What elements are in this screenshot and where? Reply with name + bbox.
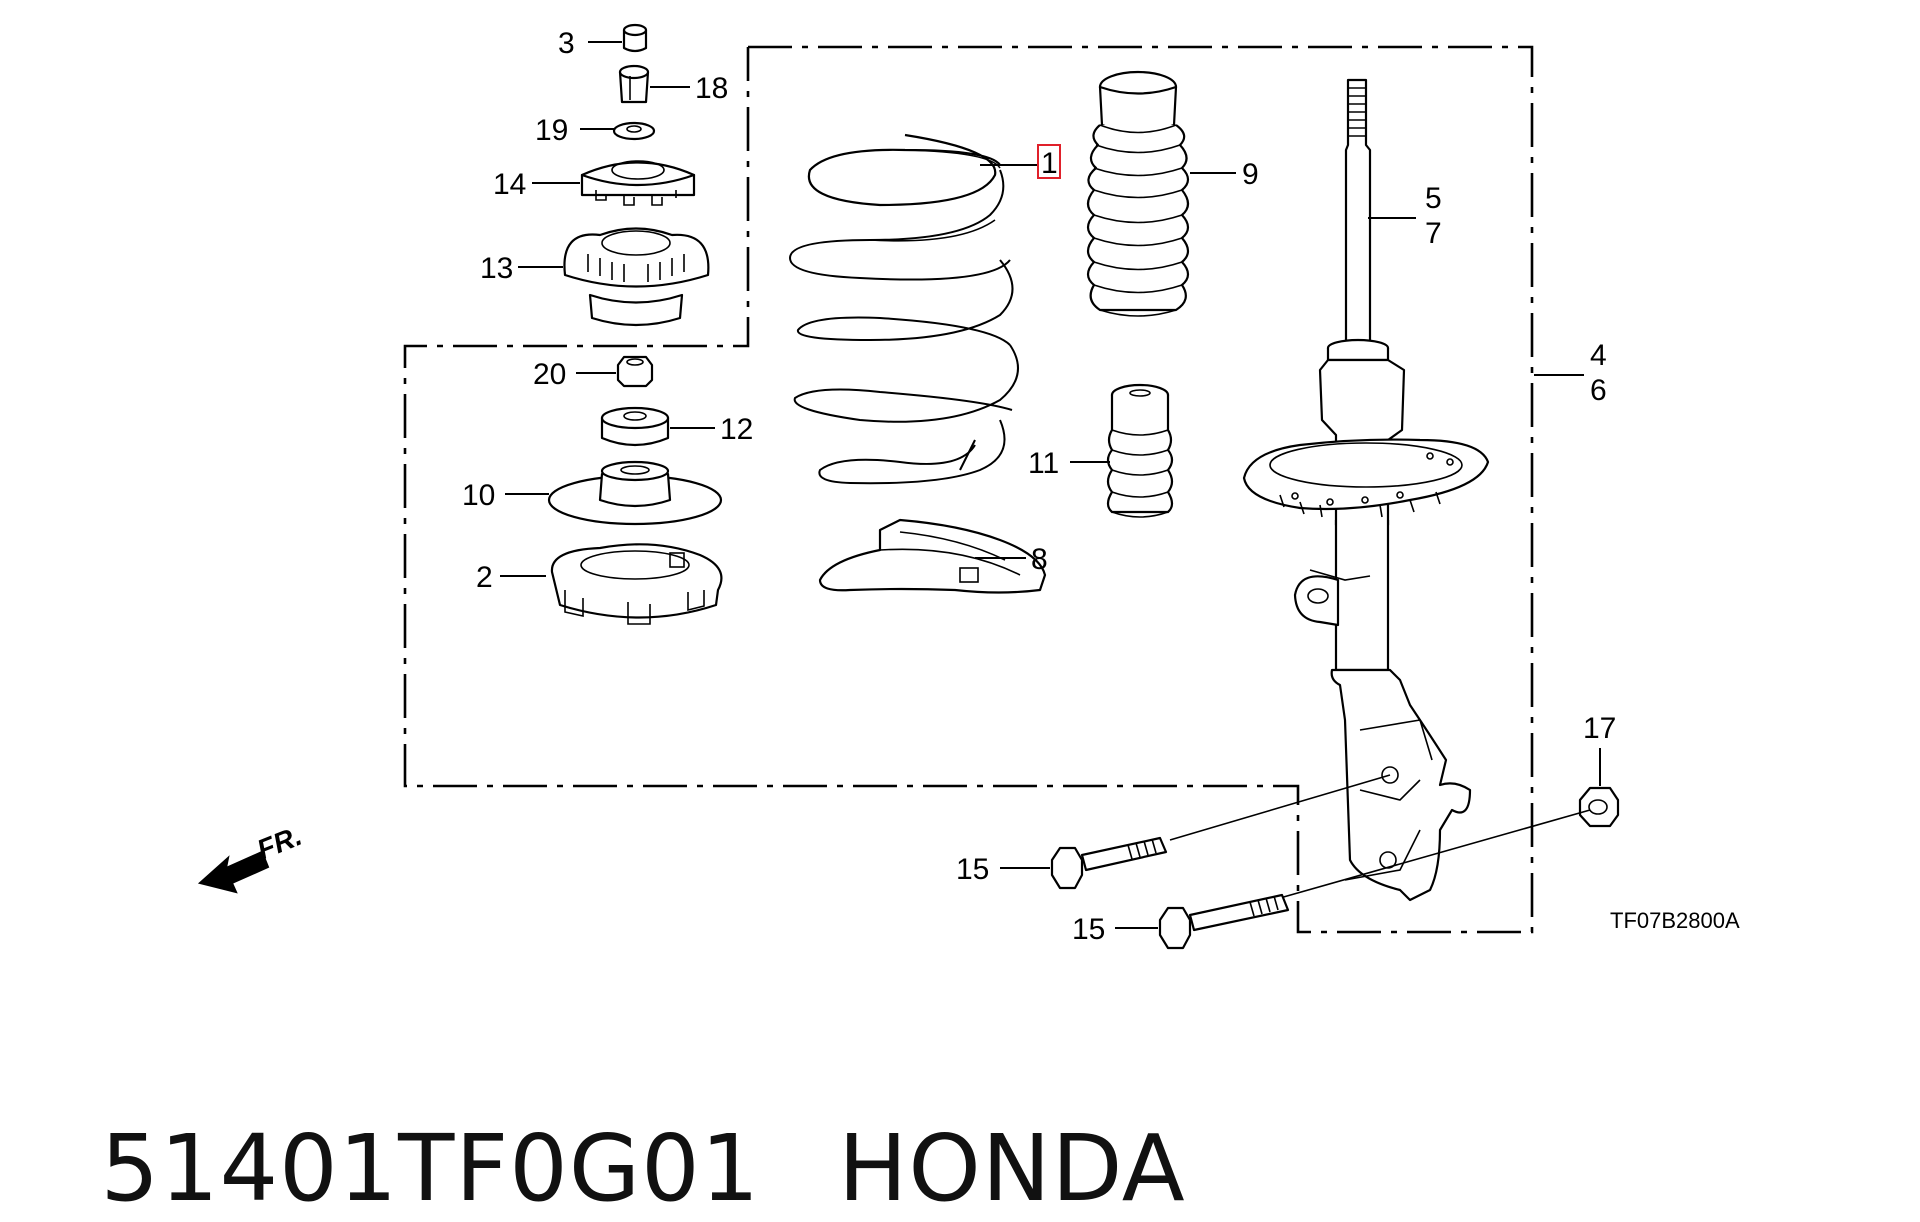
front-direction-arrow: FR. [197,820,306,894]
callout-15-lower: 15 [1072,913,1105,946]
part-8-lower-spring-seat [818,518,1047,594]
part-caption: 51401TF0G01 HONDA [40,1008,1264,1222]
part-3-cap [622,23,648,53]
part-20-nut [616,355,654,388]
part-11-bump-stop [1106,383,1174,518]
part-9-dust-boot [1086,70,1190,317]
part-19-washer [612,121,656,141]
callout-9: 9 [1242,158,1259,191]
part-18-bushing [618,64,650,104]
part-number: 51401TF0G01 [100,1115,761,1222]
callout-14: 14 [493,168,526,201]
part-12-damper [600,406,670,447]
callout-4: 4 [1590,339,1607,372]
part-15-bolt-lower [1158,893,1290,950]
callout-10: 10 [462,479,495,512]
callout-2: 2 [476,561,493,594]
callout-8: 8 [1031,543,1048,576]
brand-name: HONDA [838,1115,1186,1222]
parts-diagram: 3 18 19 14 13 20 12 [197,23,1740,950]
callout-5: 5 [1425,182,1442,215]
part-2-bearing [550,543,723,625]
callout-12: 12 [720,413,753,446]
callout-1: 1 [1041,147,1058,180]
callout-15-upper: 15 [956,853,989,886]
callout-17: 17 [1583,712,1616,745]
callout-3: 3 [558,27,575,60]
highlight-box-1 [1037,144,1061,179]
part-5-strut-assembly [1242,78,1490,902]
part-10-spring-seat [547,460,723,526]
callout-18: 18 [695,72,728,105]
callout-13: 13 [480,252,513,285]
assembly-frame-outer [403,45,1534,934]
direction-label: FR. [253,820,306,866]
part-1-coil-spring [788,133,1019,485]
part-15-bolt-upper [1050,836,1168,890]
part-13-upper-mount [563,227,710,327]
callout-19: 19 [535,114,568,147]
part-17-flange-nut [1578,786,1620,828]
callout-7: 7 [1425,217,1442,250]
callout-20: 20 [533,358,566,391]
callout-6: 6 [1590,374,1607,407]
part-14-mount-rubber [580,160,696,206]
callout-11: 11 [1028,447,1059,480]
diagram-code: TF07B2800A [1610,908,1740,933]
